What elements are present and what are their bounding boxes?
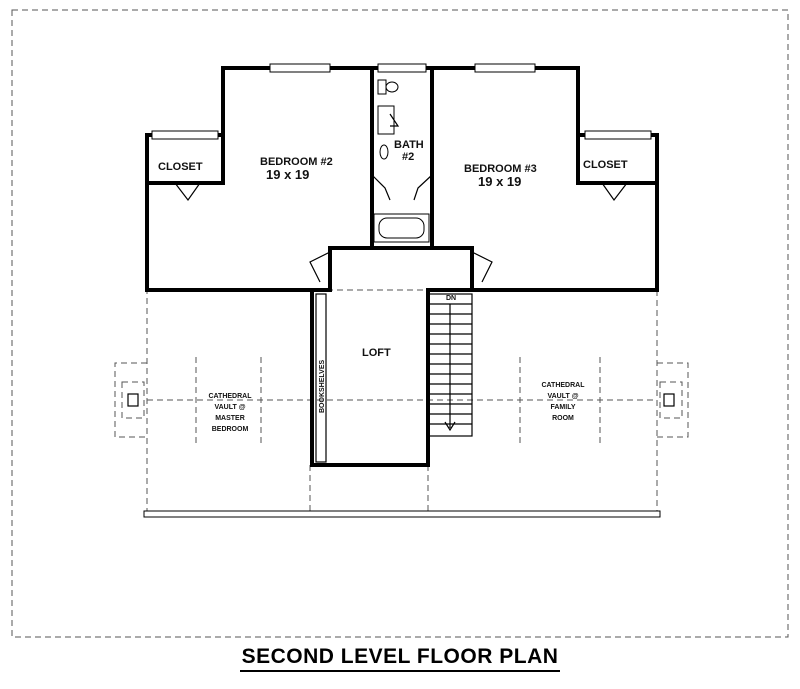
doors [174, 174, 628, 283]
bath-name: BATH [394, 139, 424, 151]
bedroom3-size: 19 x 19 [478, 174, 521, 189]
drawing-border [11, 9, 789, 638]
closet-right-label: CLOSET [583, 159, 628, 171]
vault-family-line1: CATHEDRAL [541, 382, 585, 389]
vault-master-line2: VAULT @ [214, 404, 245, 411]
vault-family-line2: VAULT @ [547, 393, 578, 400]
vault-master-line4: BEDROOM [212, 426, 249, 433]
vault-family-line3: FAMILY [550, 404, 575, 411]
stair-dn-label: DN [446, 295, 456, 302]
bookshelves-label: BOOKSHELVES [319, 360, 326, 413]
plan-title: SECOND LEVEL FLOOR PLAN [239, 645, 561, 672]
vault-master-line1: CATHEDRAL [208, 393, 252, 400]
eave-strip [143, 510, 661, 518]
bath-fixtures [373, 79, 430, 243]
windows [151, 63, 652, 140]
bookshelves [315, 293, 327, 463]
bath-number: #2 [402, 151, 414, 163]
bedroom3-name: BEDROOM #3 [464, 163, 537, 175]
loft-label: LOFT [362, 347, 391, 359]
vault-outline [114, 289, 689, 513]
bedroom2-name: BEDROOM #2 [260, 156, 333, 168]
vault-family-line4: ROOM [552, 415, 574, 422]
bedroom2-size: 19 x 19 [266, 167, 309, 182]
closet-left-label: CLOSET [158, 161, 203, 173]
stairs [427, 293, 473, 437]
vault-master-line3: MASTER [215, 415, 245, 422]
plan-title-wrap: SECOND LEVEL FLOOR PLAN [0, 645, 800, 672]
